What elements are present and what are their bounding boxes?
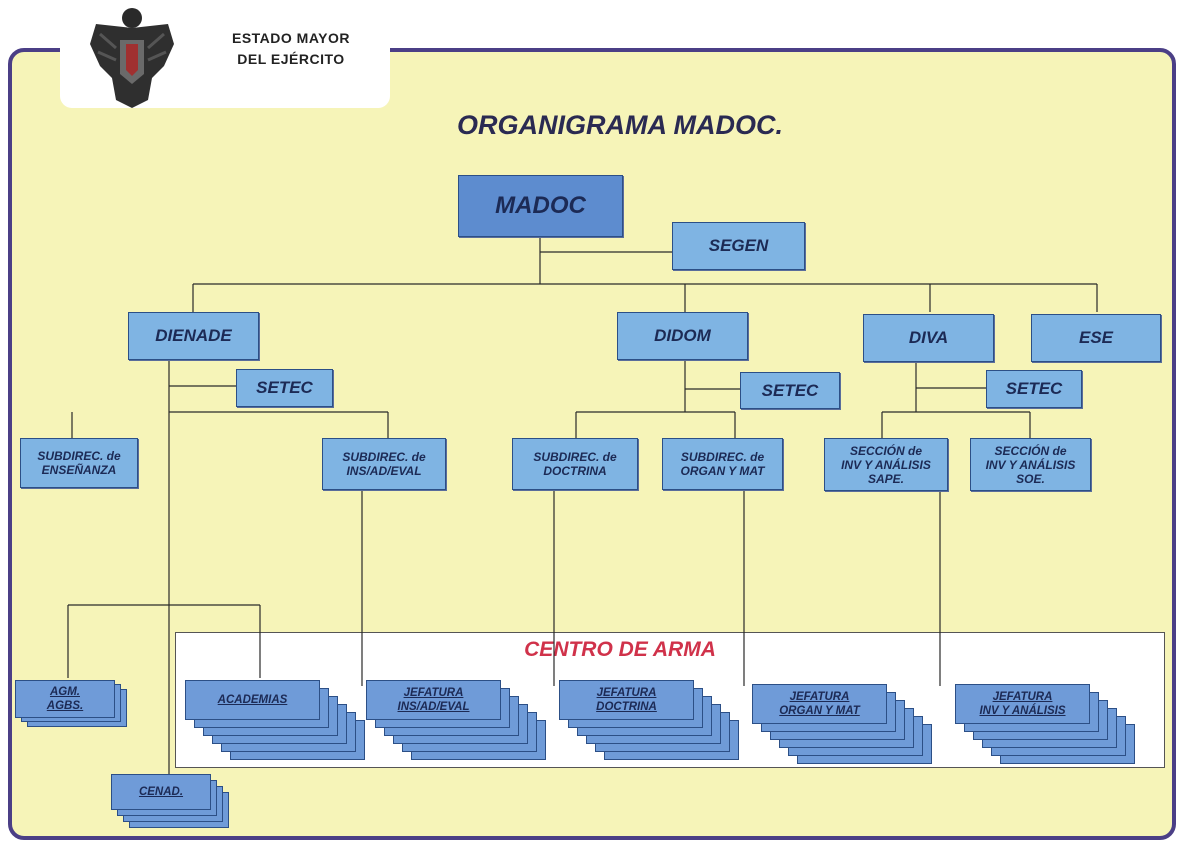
page-title: ORGANIGRAMA MADOC.: [457, 110, 783, 140]
node-subdirec-ins-ad-eval: SUBDIREC. de INS/AD/EVAL: [322, 438, 446, 490]
node-dienade: DIENADE: [128, 312, 259, 360]
stack-jefatura-ins-ad-eval-label: JEFATURA INS/AD/EVAL: [366, 680, 501, 720]
centro-de-arma-label: CENTRO DE ARMA: [524, 638, 716, 661]
node-seccion-sape: SECCIÓN de INV Y ANÁLISIS SAPE.: [824, 438, 948, 491]
node-subdirec-organ-y-mat: SUBDIREC. de ORGAN Y MAT: [662, 438, 783, 490]
stack-academias-label: ACADEMIAS: [185, 680, 320, 720]
stack-cenad-label: CENAD.: [111, 774, 211, 810]
node-seccion-soe: SECCIÓN de INV Y ANÁLISIS SOE.: [970, 438, 1091, 491]
stack-jefatura-organ-y-mat-label: JEFATURA ORGAN Y MAT: [752, 684, 887, 724]
node-segen: SEGEN: [672, 222, 805, 270]
node-setec-diva: SETEC: [986, 370, 1082, 408]
stack-agm-agbs-label: AGM. AGBS.: [15, 680, 115, 718]
header-line-1: ESTADO MAYOR: [231, 30, 350, 46]
header-line-2: DEL EJÉRCITO: [237, 51, 345, 67]
stack-jefatura-doctrina-label: JEFATURA DOCTRINA: [559, 680, 694, 720]
node-setec-didom: SETEC: [740, 372, 840, 409]
stack-jefatura-inv-y-analisis-label: JEFATURA INV Y ANÁLISIS: [955, 684, 1090, 724]
node-diva: DIVA: [863, 314, 994, 362]
node-setec-dienade: SETEC: [236, 369, 333, 407]
header-title: ESTADO MAYOR DEL EJÉRCITO: [206, 28, 376, 70]
coat-of-arms-emblem: [90, 8, 174, 108]
node-subdirec-ensenanza: SUBDIREC. de ENSEÑANZA: [20, 438, 138, 488]
node-ese: ESE: [1031, 314, 1161, 362]
node-didom: DIDOM: [617, 312, 748, 360]
node-subdirec-doctrina: SUBDIREC. de DOCTRINA: [512, 438, 638, 490]
node-madoc: MADOC: [458, 175, 623, 237]
